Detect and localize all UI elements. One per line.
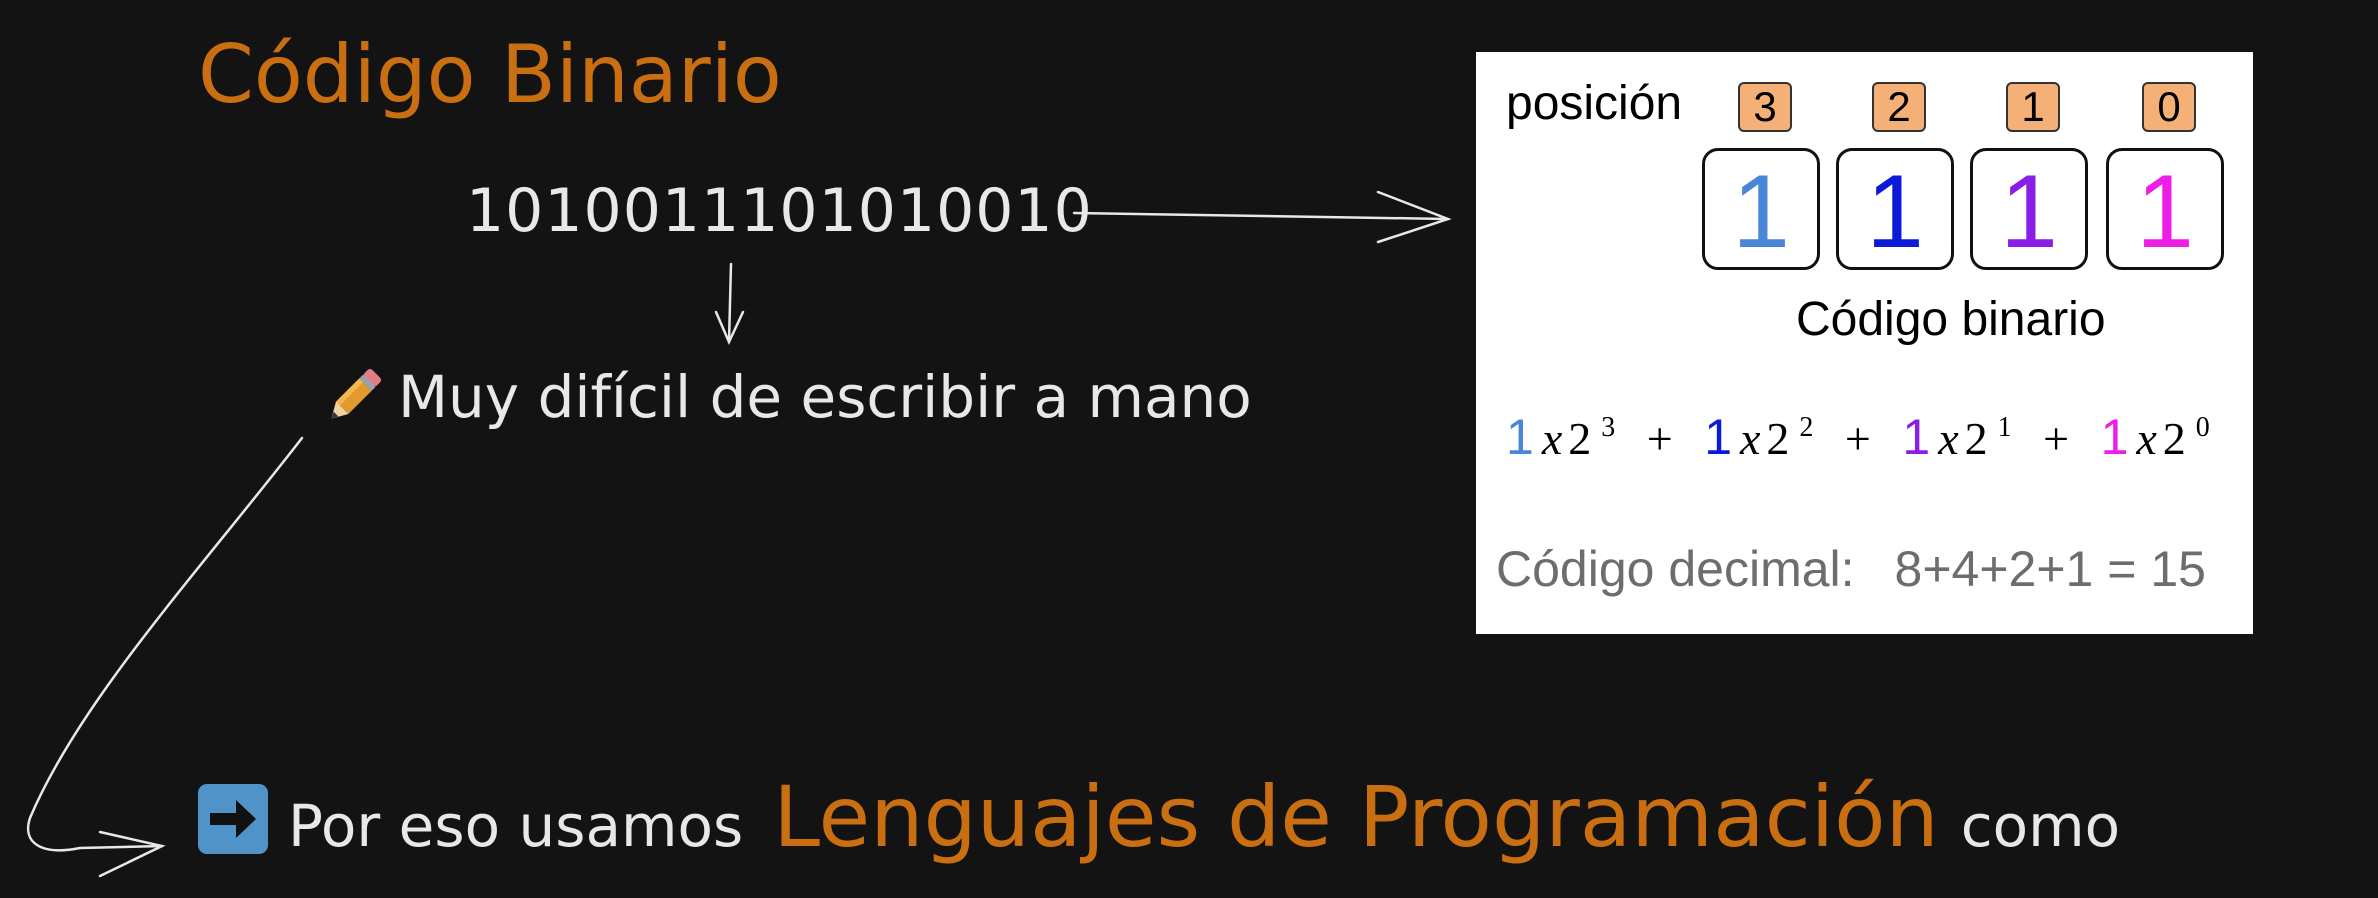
binary-code-label: Código binario [1796,293,2106,346]
position-label: posición [1506,77,1683,130]
formula-digit: 1 [2100,409,2129,465]
decimal-code-value: 8+4+2+1 = 15 [1894,541,2206,597]
programming-languages-highlight: Lenguajes de Programación [773,768,1939,866]
pencil-icon [331,368,382,419]
binary-explanation-card: posición 3 2 1 0 1 1 1 1 Código binario … [1476,52,2253,634]
bit-box: 1 [1702,148,1820,270]
decimal-code-line: Código decimal: 8+4+2+1 = 15 [1496,540,2206,598]
position-badge: 0 [2142,82,2196,132]
formula-digit: 1 [1506,409,1534,465]
arrow-to-card [1072,211,1450,221]
position-badge: 1 [2006,82,2060,132]
difficulty-note: Muy difícil de escribir a mano [318,362,1252,432]
position-badge: 3 [1738,82,1792,132]
bottom-lead-text: Por eso usamos [288,792,744,860]
right-arrow-icon [198,784,268,854]
difficulty-text: Muy difícil de escribir a mano [398,363,1252,431]
bit-box: 1 [1970,148,2088,270]
bit-box: 1 [1836,148,1954,270]
page-title: Código Binario [198,28,782,121]
arrow-curve [27,436,304,852]
bit-box: 1 [2106,148,2224,270]
position-badge: 2 [1872,82,1926,132]
bottom-tail-text: como [1960,792,2121,860]
binary-string: 1010011101010010 [466,176,1093,246]
formula-digit: 1 [1902,409,1931,465]
decimal-code-label: Código decimal: [1496,541,1855,597]
arrow-down [727,262,733,344]
formula-digit: 1 [1704,409,1732,465]
programming-languages-line: Por eso usamos Lenguajes de Programación… [198,768,2120,866]
